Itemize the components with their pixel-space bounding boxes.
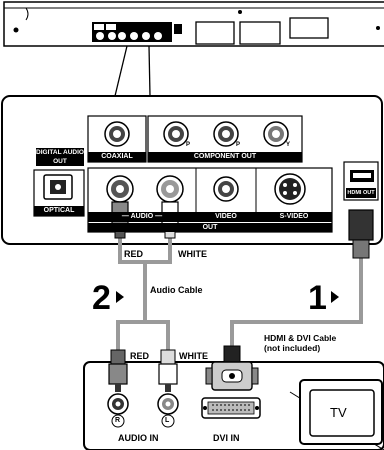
red-label-top: RED — [124, 249, 144, 259]
coaxial-label: COAXIAL — [88, 152, 146, 162]
y-marker: Y — [286, 142, 291, 148]
step-one-number: 1 — [308, 279, 327, 317]
dvi-in-port — [201, 397, 261, 419]
hdmi-out-port — [350, 170, 374, 182]
dvi-in-label: DVI IN — [213, 433, 240, 443]
dvd-player-body — [3, 1, 384, 47]
dvi-plug — [205, 345, 259, 391]
l-marker: L — [165, 417, 170, 424]
white-label-bottom: WHITE — [179, 351, 208, 361]
coaxial-jack — [104, 121, 130, 147]
r-marker: R — [115, 417, 121, 424]
hdmi-dvi-cable — [230, 258, 363, 346]
audio-plug-white-bottom — [158, 349, 178, 392]
step-two-arrow-icon — [116, 291, 124, 303]
audio-out-right-jack — [156, 175, 184, 203]
step-two-number: 2 — [92, 279, 111, 317]
video-label: VIDEO — [196, 212, 256, 222]
red-label-bottom: RED — [130, 351, 150, 361]
white-label-top: WHITE — [178, 249, 207, 259]
s-video-jack — [274, 173, 306, 205]
audio-label: — AUDIO — — [88, 212, 196, 222]
optical-port — [43, 174, 73, 200]
zoom-callout — [114, 45, 151, 97]
component-pb-jack — [163, 121, 189, 147]
optical-label: OPTICAL — [34, 206, 84, 216]
audio-in-label: AUDIO IN — [118, 433, 159, 443]
audio-out-left-jack — [106, 175, 134, 203]
hdmi-dvi-cable-label: HDMI & DVI Cable — [264, 333, 337, 343]
digital-audio-out-label: DIGITAL AUDIO OUT — [36, 148, 84, 166]
video-jack — [213, 176, 239, 202]
audio-cable-label: Audio Cable — [150, 285, 203, 295]
hdmi-plug — [348, 209, 374, 259]
hdmi-out-label: HDMI OUT — [346, 188, 376, 198]
tv-label: TV — [330, 405, 347, 420]
pb-marker: P — [186, 142, 191, 148]
tv-set — [299, 379, 383, 445]
not-included-label: (not included) — [264, 343, 321, 353]
step-one-arrow-icon — [331, 291, 339, 303]
s-video-label: S-VIDEO — [256, 212, 332, 222]
component-y-jack — [263, 121, 289, 147]
audio-cable — [116, 238, 172, 350]
component-out-label: COMPONENT OUT — [148, 152, 302, 162]
audio-plug-red-bottom — [108, 349, 128, 392]
component-pr-jack — [213, 121, 239, 147]
audio-in-left-jack — [157, 393, 179, 428]
pr-marker: P — [236, 142, 241, 148]
out-label: OUT — [88, 223, 332, 232]
audio-in-right-jack — [107, 393, 129, 428]
